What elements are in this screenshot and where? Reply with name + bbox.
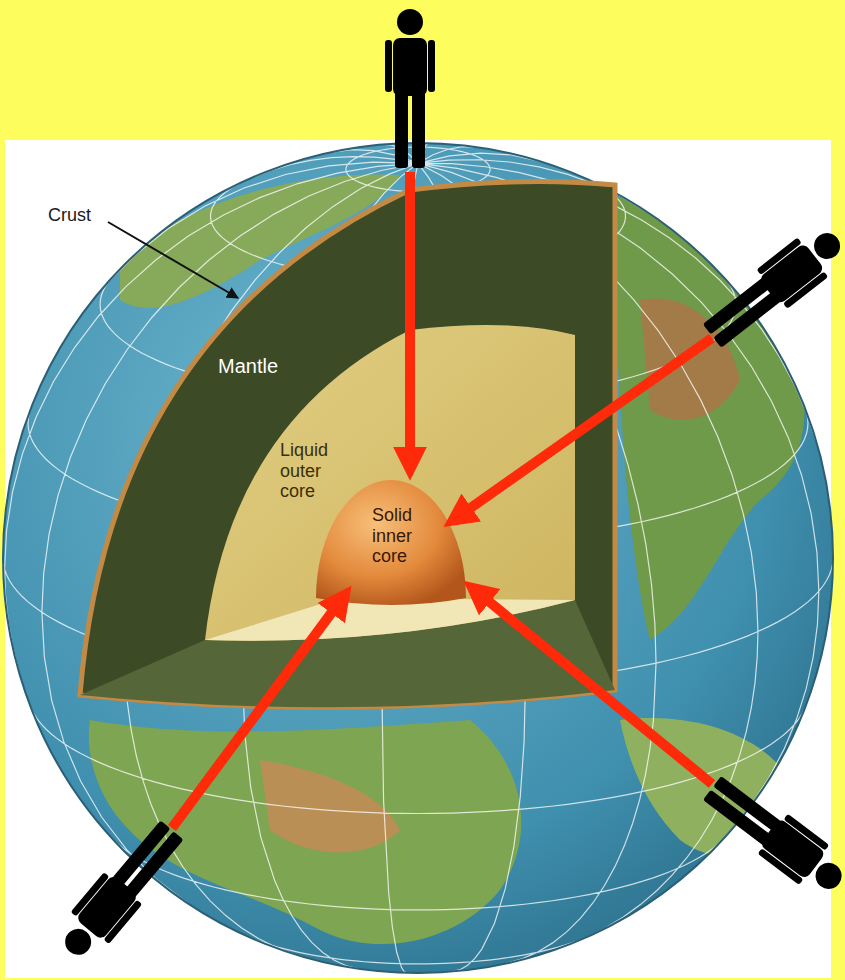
- layer-name: Liquid outer core: [280, 440, 342, 502]
- graticule-lines: [3, 143, 833, 973]
- red-arrow: [462, 338, 712, 514]
- layer-name: Solid inner core: [372, 505, 432, 567]
- person-figure: [697, 218, 845, 355]
- outer-core-layer: Liquid outer coreSolid inner core: [205, 330, 575, 640]
- red-arrows: [172, 172, 712, 828]
- graticule: [3, 143, 833, 973]
- globe-outline: [3, 143, 833, 973]
- red-arrow: [481, 595, 712, 784]
- person-figure: [385, 9, 435, 168]
- mantle-cut: [80, 181, 615, 707]
- layer-label: Crust: [48, 205, 91, 226]
- crust-leader: [108, 222, 238, 298]
- outer-core-cut: [205, 325, 575, 641]
- layer-name: Mantle: [218, 355, 338, 378]
- person-figure: [51, 814, 192, 968]
- ocean: [3, 143, 833, 973]
- red-arrow: [172, 604, 338, 828]
- inner-core-layer: Solid inner core: [315, 478, 467, 603]
- people: [51, 9, 845, 968]
- globe: [3, 143, 833, 973]
- mantle-layer: MantleLiquid outer coreSolid inner core: [80, 185, 615, 695]
- inner-core: [316, 480, 466, 605]
- person-figure: [697, 768, 845, 904]
- red-arrow: [405, 172, 415, 458]
